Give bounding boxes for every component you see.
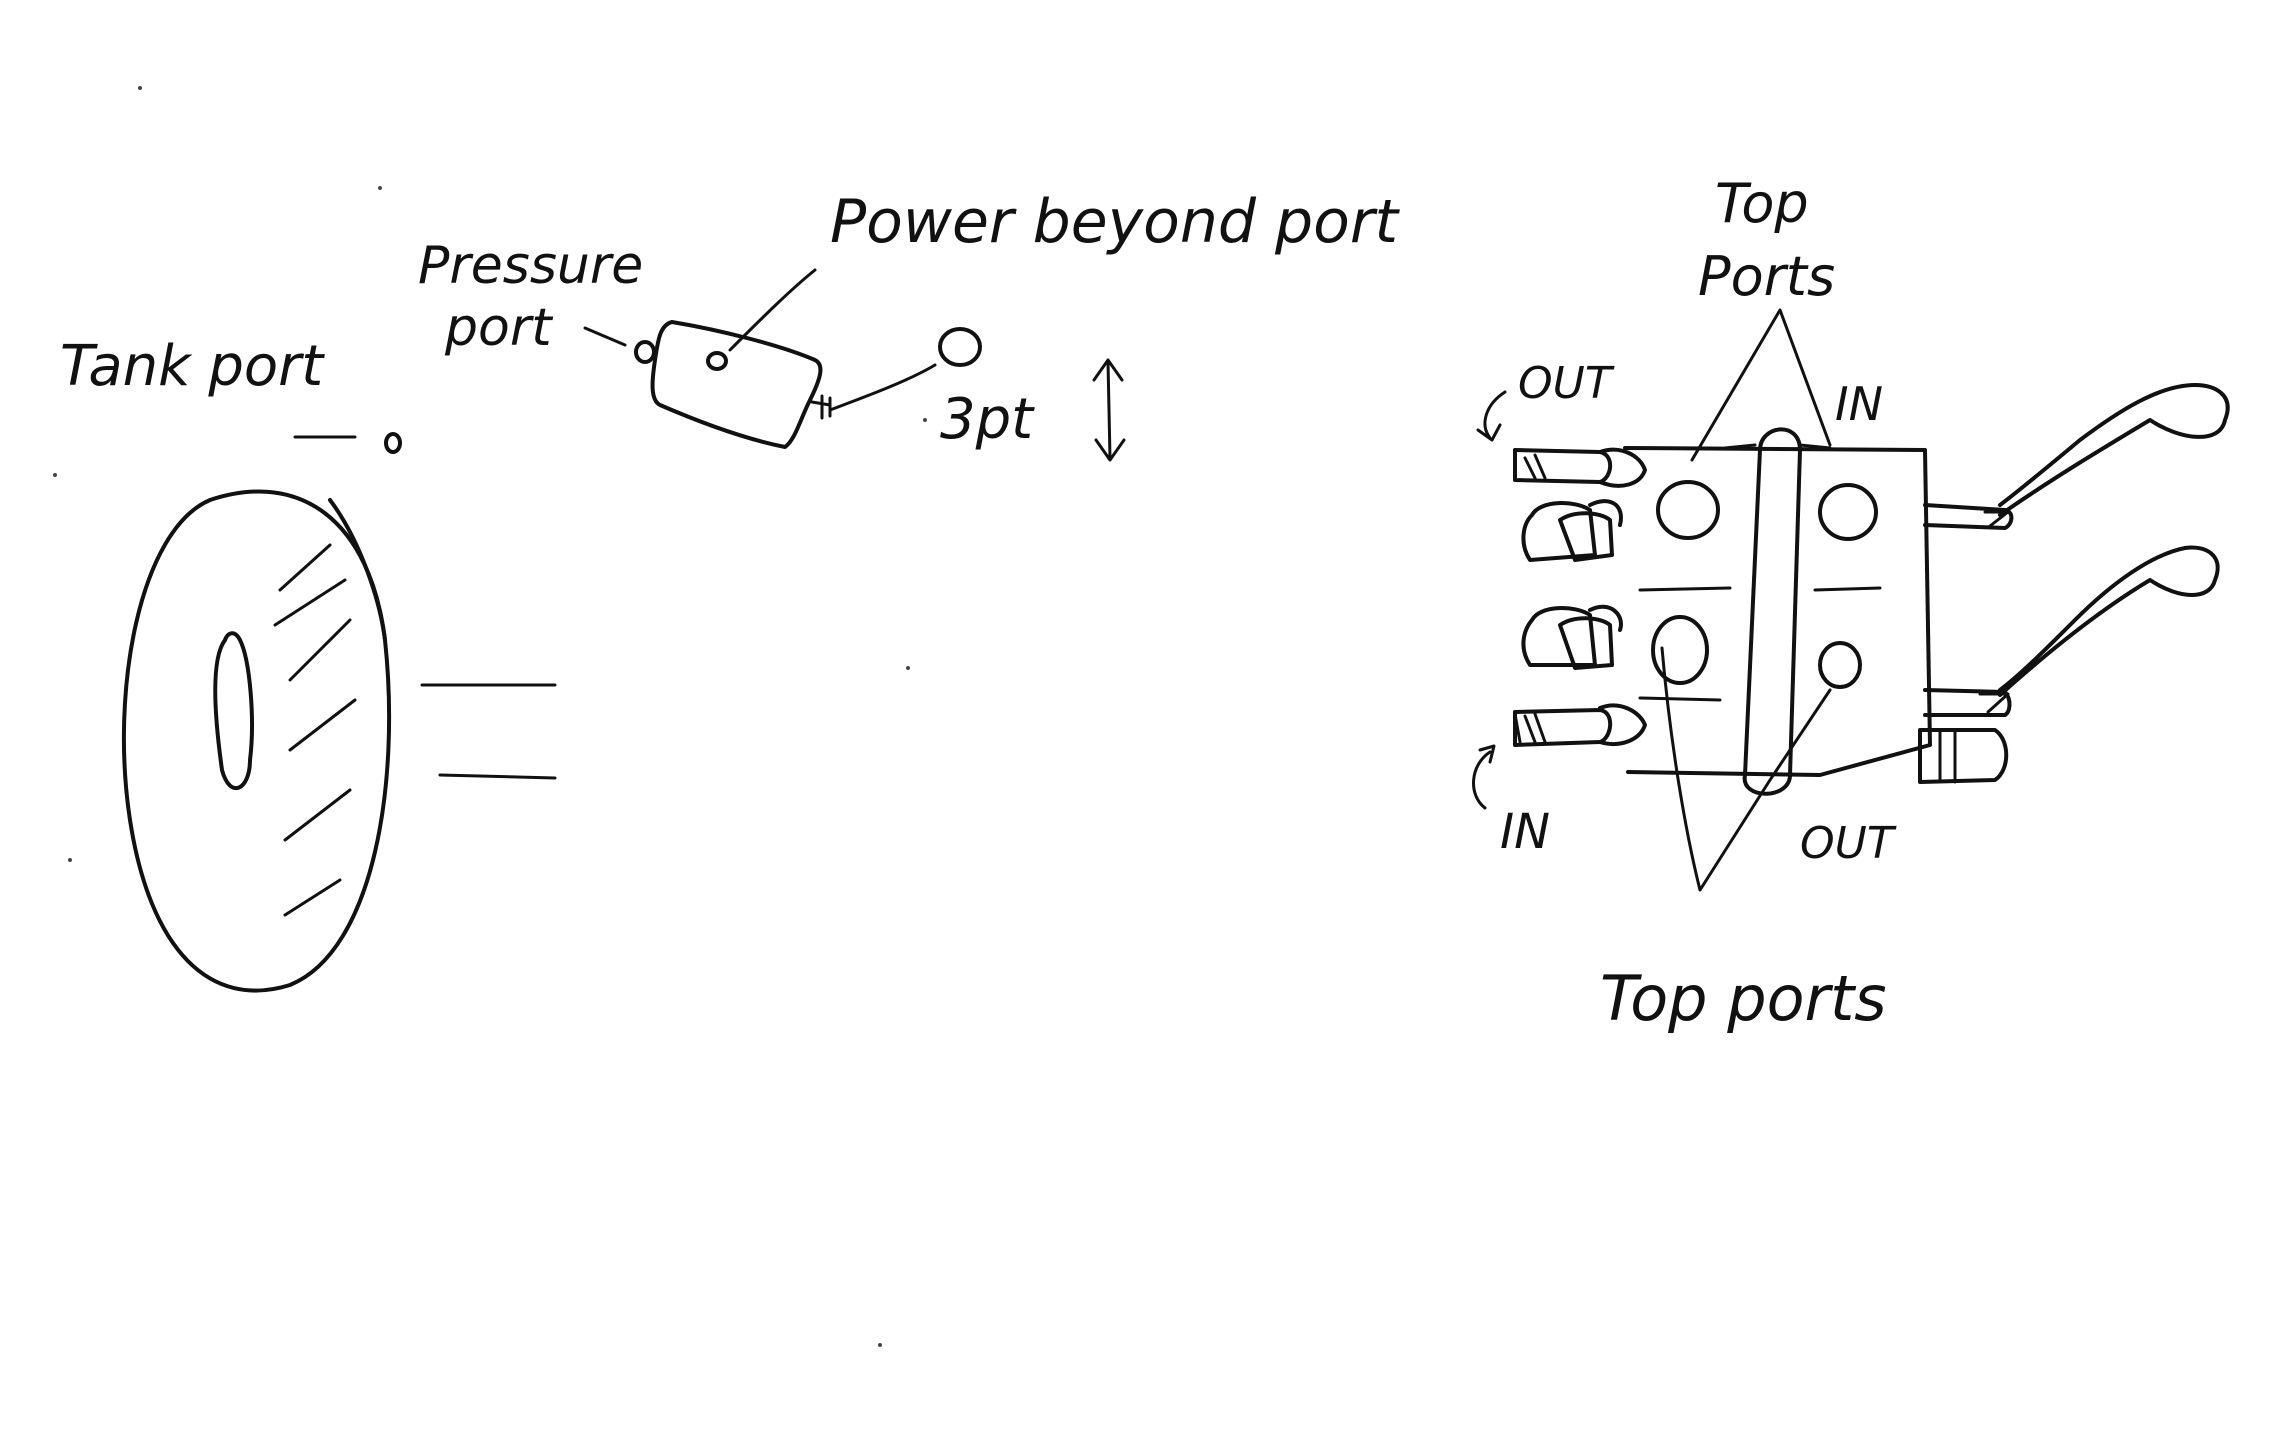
top-ports-upper-label-line2: Ports bbox=[1698, 245, 1835, 308]
top-ports-upper-label-line1: Top bbox=[1715, 172, 1809, 235]
left-fittings bbox=[1513, 447, 1647, 747]
scan-specks bbox=[53, 86, 927, 1347]
pressure-port-leader bbox=[583, 326, 627, 347]
power-beyond-port bbox=[706, 351, 728, 371]
out-upper-arrow bbox=[1476, 390, 1507, 442]
top-ports-lower-label: Top ports bbox=[1600, 962, 1887, 1035]
out-lower-right-label: OUT bbox=[1800, 818, 1897, 869]
top-port-lower-right bbox=[1818, 641, 1862, 689]
in-lower-arrow bbox=[1472, 744, 1496, 810]
top-port-upper-right bbox=[1818, 483, 1878, 541]
valve-body bbox=[1623, 427, 1932, 796]
control-levers bbox=[1998, 383, 2230, 697]
top-ports-lower-pointers bbox=[1660, 646, 1832, 892]
pressure-port bbox=[634, 340, 656, 364]
three-pt-port bbox=[938, 327, 982, 367]
top-port-upper-left bbox=[1656, 480, 1720, 540]
three-pt-label: 3pt bbox=[940, 387, 1035, 452]
in-upper-right-label: IN bbox=[1835, 377, 1883, 431]
top-port-lower-left bbox=[1651, 615, 1709, 685]
power-beyond-leader bbox=[728, 268, 817, 352]
power-beyond-port-label: Power beyond port bbox=[830, 187, 1400, 257]
tractor-wheel bbox=[121, 489, 392, 993]
pressure-port-label-line2: port bbox=[444, 298, 553, 358]
out-upper-left-label: OUT bbox=[1518, 358, 1615, 409]
axle-lines bbox=[420, 683, 557, 780]
valve-block bbox=[634, 320, 982, 449]
right-fittings bbox=[1918, 503, 2014, 784]
up-down-arrow bbox=[1092, 358, 1126, 462]
pressure-port-label-line1: Pressure bbox=[418, 236, 643, 296]
tank-port-marker bbox=[293, 432, 402, 454]
top-ports-upper-pointers bbox=[1690, 308, 1832, 462]
in-lower-left-label: IN bbox=[1500, 804, 1550, 860]
tank-port-label: Tank port bbox=[60, 334, 325, 399]
